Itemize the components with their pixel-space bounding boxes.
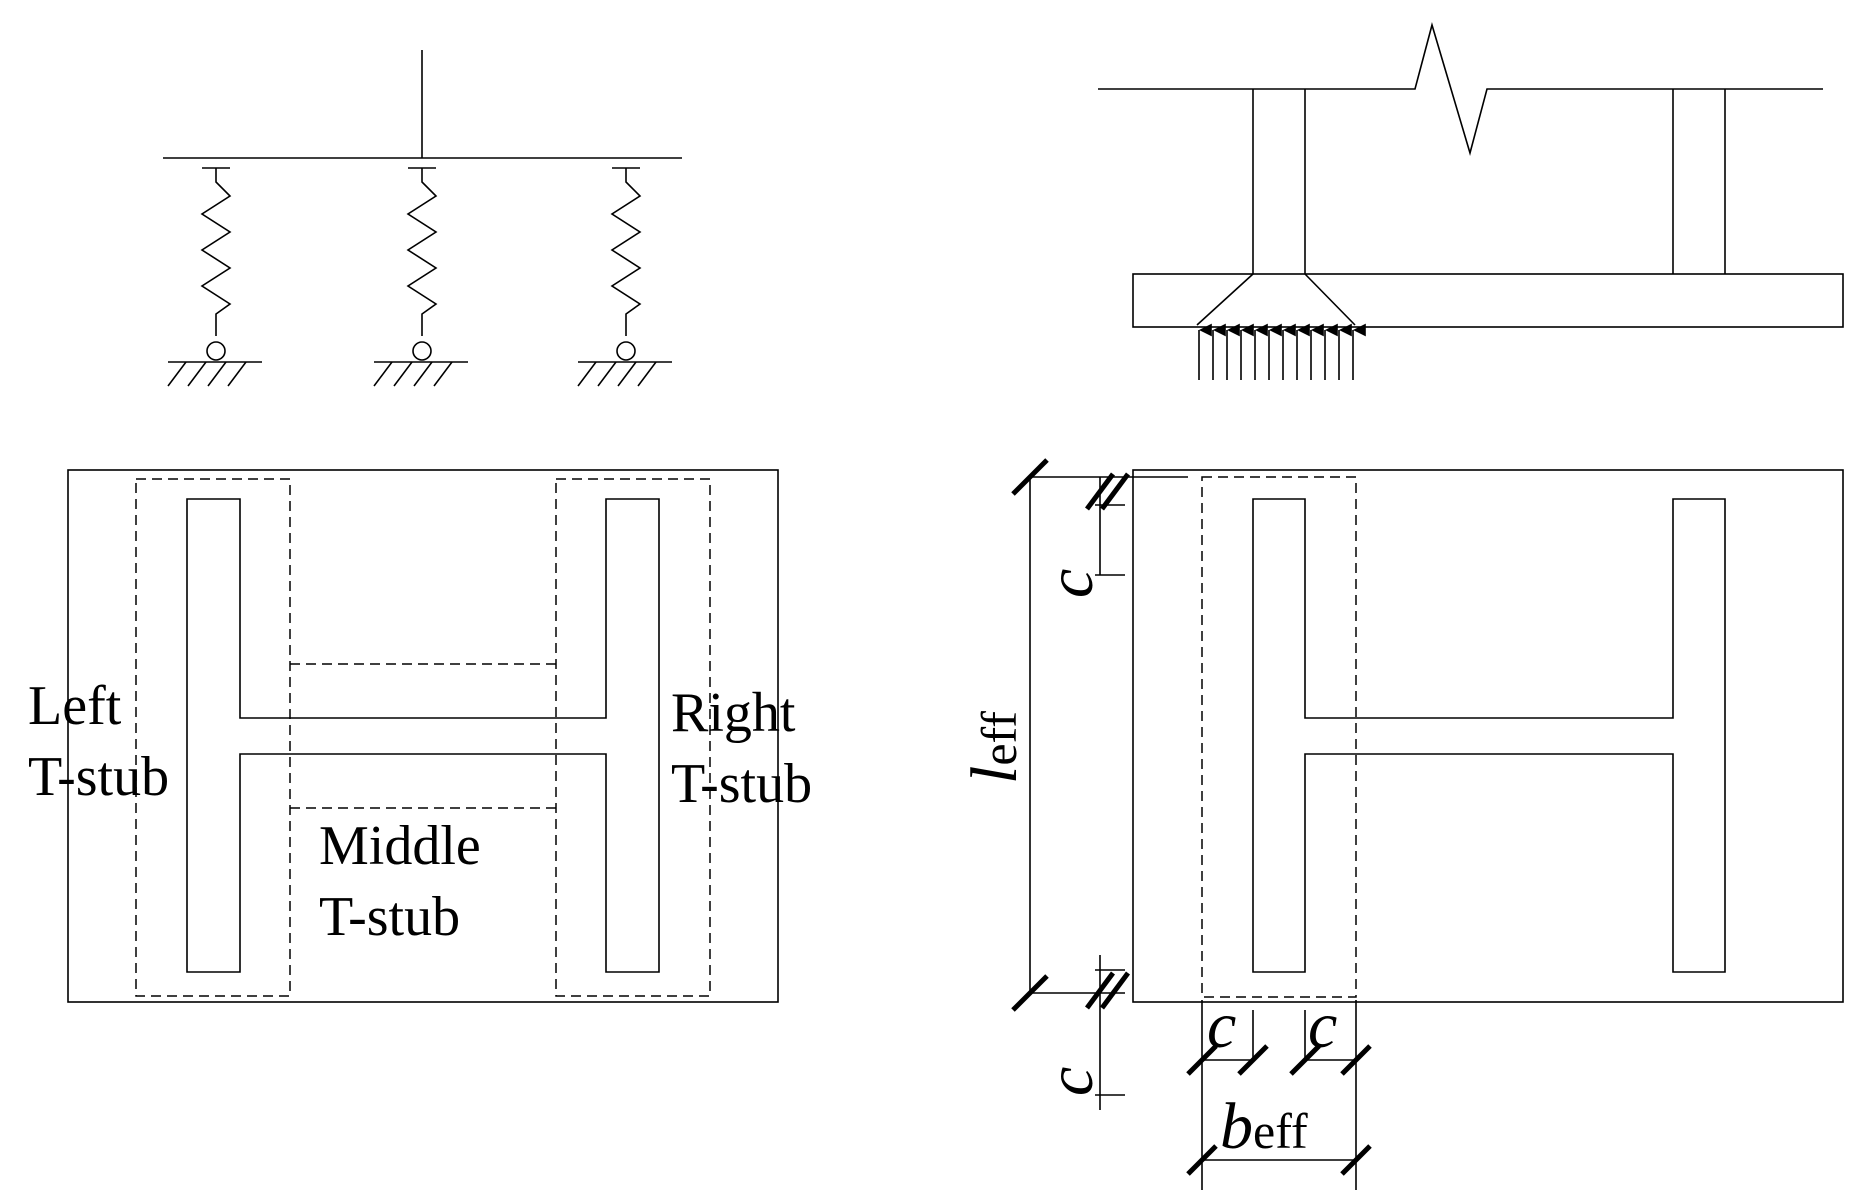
left-tstub-label: Left T-stub [28, 675, 169, 808]
base-plate-elevation [1098, 22, 1844, 380]
c-label-bottom: c [1034, 1067, 1107, 1096]
c-label-top: c [1034, 569, 1107, 598]
spring-3 [577, 167, 672, 387]
middle-tstub-label: Middle T-stub [319, 815, 495, 948]
right-tstub-label: Right T-stub [671, 682, 812, 815]
effective-region [1201, 476, 1357, 998]
beff-label: beff [1220, 1090, 1308, 1163]
tstub-plan: Left T-stub Right T-stub Middle T-stub [28, 469, 812, 1003]
leff-label: leff [958, 711, 1031, 784]
left-tstub-region [135, 478, 291, 997]
c-label-bottom-right: c [1308, 989, 1337, 1062]
effective-dimension-plan: c c leff c c beff [958, 458, 1844, 1190]
spring-model [163, 50, 682, 387]
spring-2 [373, 167, 468, 387]
pressure-arrows [1198, 323, 1366, 380]
c-label-bottom-left: c [1207, 989, 1236, 1062]
spring-1 [167, 167, 262, 387]
